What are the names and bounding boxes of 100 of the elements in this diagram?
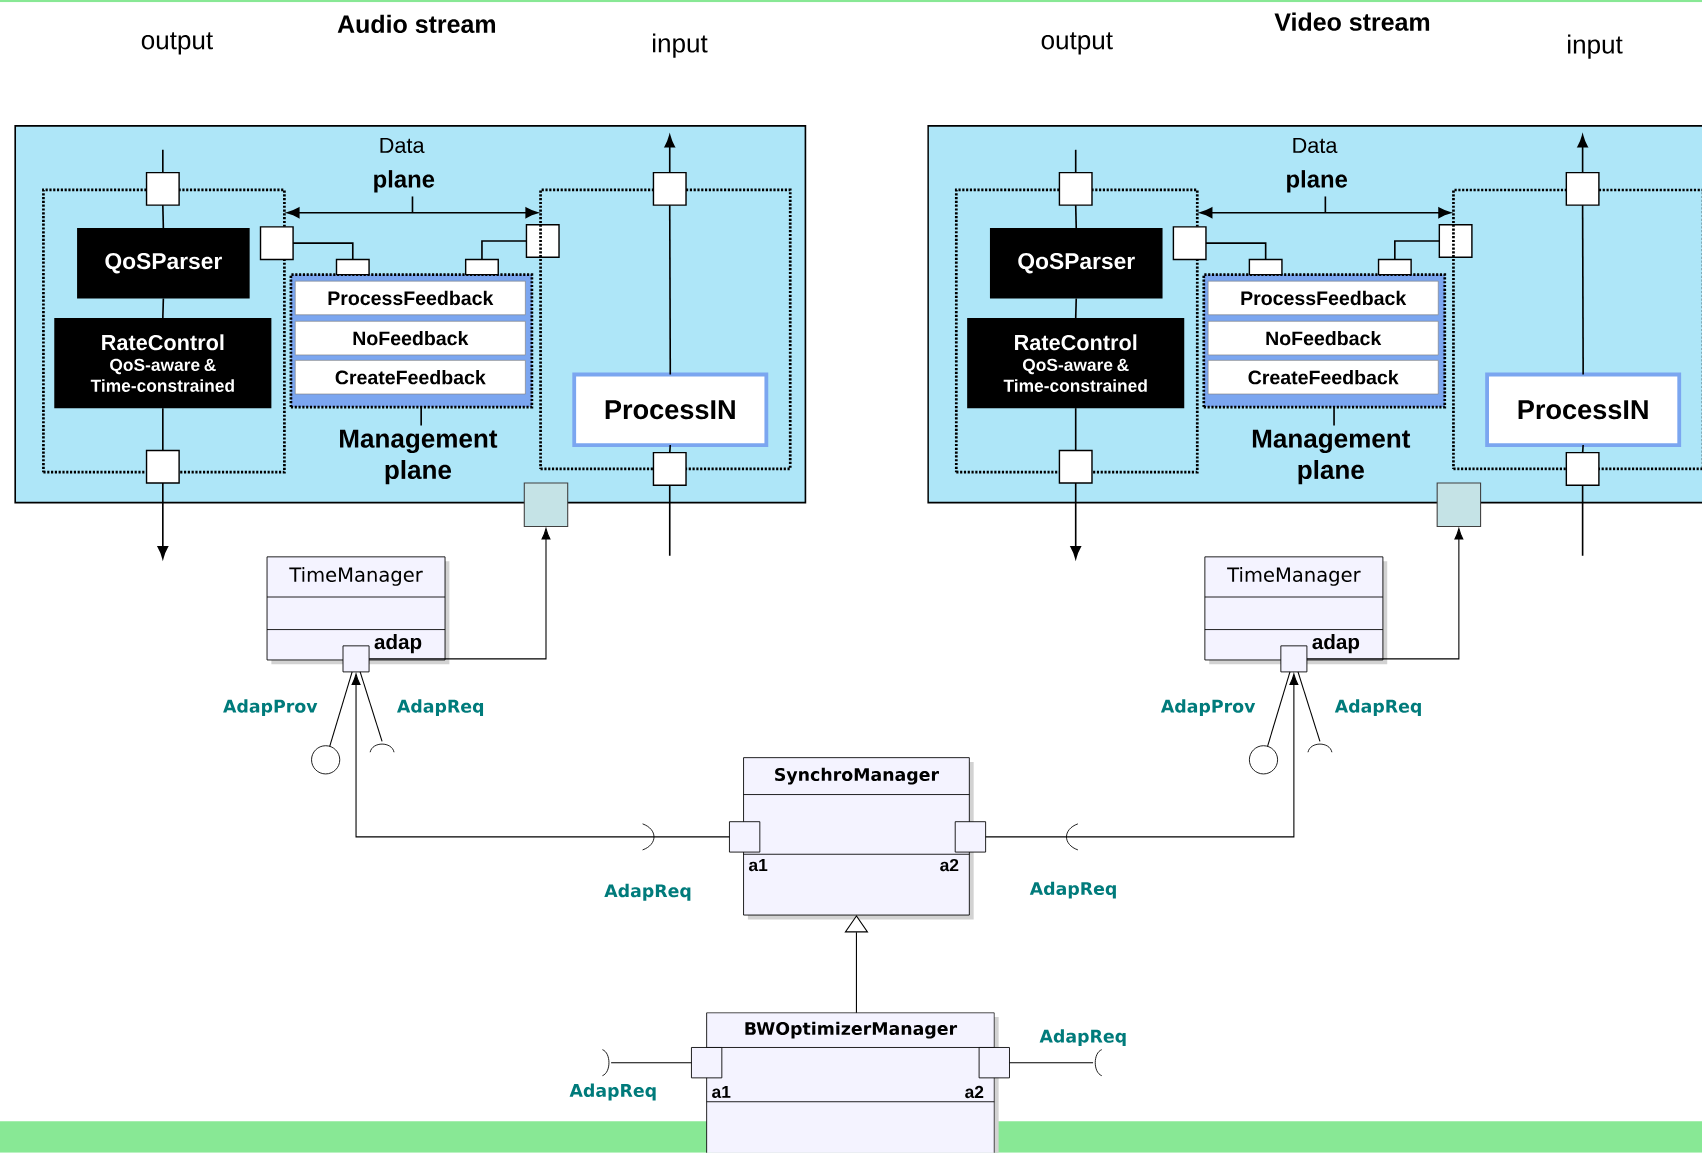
port-label: input [653, 33, 708, 58]
port-square [729, 821, 761, 853]
port-label: output [141, 32, 213, 55]
interface-label: AdapReq [1334, 699, 1421, 717]
class-box: SynchroManager a1 a2 [743, 757, 974, 920]
connector [1267, 671, 1291, 747]
port-square [1248, 258, 1283, 276]
double-arrow [286, 207, 539, 219]
port-square [652, 452, 687, 487]
port-square [145, 172, 180, 206]
connector [610, 1062, 692, 1064]
arrow [1070, 482, 1082, 559]
connector [162, 297, 165, 319]
connector [1074, 204, 1078, 229]
port-square [523, 482, 569, 528]
feedback-box: CreateFeedback [1207, 360, 1439, 395]
interface-label: AdapProv [1160, 699, 1256, 717]
class-box: TimeManager adap [1204, 556, 1388, 665]
connector [668, 484, 671, 557]
port-square [1058, 449, 1093, 484]
port-label: input [1568, 34, 1623, 59]
interface-label: AdapReq [569, 1083, 656, 1101]
port-square [342, 645, 370, 673]
port-square [691, 1047, 723, 1079]
component-box: ProcessIN [572, 372, 769, 448]
component-frame [954, 188, 1199, 474]
required-interface-socket [602, 1049, 610, 1077]
port-square [1280, 645, 1308, 673]
port-square [1436, 482, 1482, 528]
arrow [157, 482, 169, 559]
required-interface-socket [369, 743, 395, 753]
connector [1205, 242, 1267, 261]
double-arrow [1199, 207, 1452, 219]
interface-label: AdapReq [604, 884, 691, 901]
feedback-box: ProcessFeedback [294, 280, 526, 316]
connector [1297, 671, 1321, 743]
arrow [664, 134, 676, 174]
connector [1074, 149, 1077, 174]
connector [1581, 484, 1584, 557]
connector [1074, 407, 1077, 452]
port-square [1058, 172, 1093, 206]
connector [359, 671, 383, 743]
arrow [351, 673, 730, 838]
port-square [1565, 172, 1600, 206]
component-frame [1452, 188, 1702, 471]
stream-title: Video stream [1274, 12, 1430, 31]
component-box: ProcessIN [1485, 372, 1682, 448]
arrow [1577, 134, 1588, 174]
connector [162, 204, 165, 229]
stream-title: Audio stream [337, 14, 495, 34]
interface-label: AdapProv [223, 699, 318, 717]
connector [292, 242, 354, 261]
component-box: QoSParser [77, 228, 250, 299]
connector [1394, 240, 1441, 261]
port-square [259, 226, 294, 261]
component-frame [539, 188, 792, 471]
feedback-box: ProcessFeedback [1207, 280, 1439, 316]
port-square [1377, 258, 1412, 276]
component-box: QoSParser [989, 228, 1163, 299]
port-square [1172, 226, 1207, 261]
arrow [985, 673, 1299, 838]
connector [668, 204, 672, 376]
connector [1008, 1062, 1094, 1064]
required-interface-socket [1307, 743, 1333, 753]
port-square [464, 258, 499, 276]
connector [329, 671, 353, 747]
class-box: TimeManager adap [266, 556, 450, 665]
connector [1581, 204, 1584, 376]
class-box: BWOptimizerManager a1 a2 [706, 1012, 999, 1153]
port-square [1565, 452, 1600, 487]
port-square [652, 172, 687, 206]
required-interface-socket [1094, 1049, 1103, 1077]
interface-label: AdapReq [397, 699, 484, 717]
provided-interface-circle [1248, 745, 1279, 775]
node-label: Management plane [340, 429, 498, 485]
connector [1074, 297, 1078, 319]
port-square [145, 449, 180, 484]
connector [1581, 444, 1584, 454]
feedback-box: NoFeedback [294, 321, 526, 356]
port-label: output [1041, 32, 1113, 55]
port-square [525, 224, 560, 259]
node-label: Management plane [1252, 429, 1411, 485]
connector [481, 240, 528, 261]
provided-interface-circle [311, 745, 341, 775]
connector [162, 149, 164, 174]
arrow [1306, 528, 1464, 660]
port-square [978, 1047, 1010, 1079]
connector [162, 407, 164, 452]
interface-label: AdapReq [1039, 1029, 1126, 1047]
feedback-box: NoFeedback [1207, 321, 1439, 356]
port-square [1438, 224, 1473, 259]
component-frame [42, 188, 286, 474]
interface-label: AdapReq [1029, 881, 1116, 899]
component-box: RateControl QoS-aware & Time-constrained [54, 318, 272, 409]
arrow [368, 528, 551, 660]
component-box: RateControl QoS-aware & Time-constrained [967, 318, 1185, 409]
port-square [335, 258, 370, 276]
connector [668, 444, 672, 454]
feedback-box: CreateFeedback [294, 360, 526, 395]
port-square [954, 821, 987, 853]
